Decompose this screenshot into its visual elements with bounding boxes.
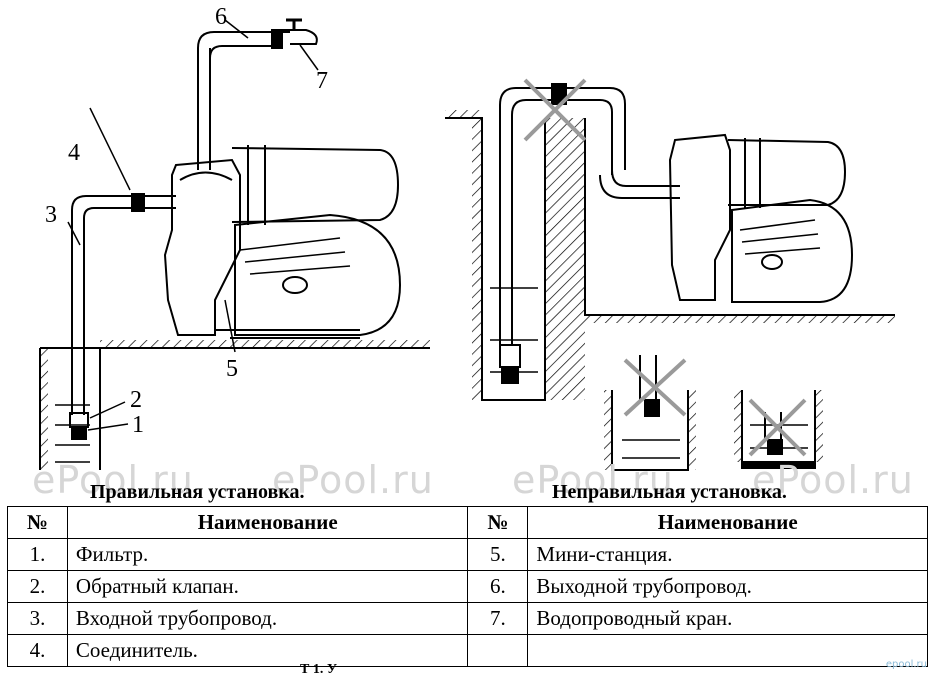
row-name: Соединитель. [66, 634, 469, 667]
watermark: ePool.ru [512, 458, 674, 502]
parts-table: № Наименование № Наименование 1. Фильтр.… [7, 506, 928, 667]
row-name: Мини-станция. [527, 538, 928, 571]
table-row: 1. Фильтр. 5. Мини-станция. [7, 538, 928, 571]
row-num: 4. [7, 634, 68, 667]
row-name: Выходной трубопровод. [527, 570, 928, 603]
row-name: Входной трубопровод. [66, 602, 469, 635]
label-2: 2 [130, 387, 142, 413]
row-name: Фильтр. [66, 538, 469, 571]
caption-correct: Правильная установка. [90, 481, 305, 503]
label-6: 6 [215, 4, 227, 30]
header-num: № [7, 506, 68, 539]
incorrect-installation-figure [445, 83, 895, 401]
incorrect-cross-well-2 [748, 398, 807, 457]
site-logo: epool.ru [885, 659, 927, 670]
incorrect-cross-well-1 [623, 358, 687, 417]
label-1: 1 [132, 412, 144, 438]
header-num: № [467, 506, 529, 539]
row-name [527, 634, 928, 667]
incorrect-small-well-1 [604, 355, 696, 471]
incorrect-cross-top [523, 78, 587, 142]
bottom-caption: Т 1. У [300, 662, 338, 677]
row-num: 1. [7, 538, 68, 571]
label-3: 3 [45, 202, 57, 228]
row-num: 5. [467, 538, 529, 571]
label-7: 7 [316, 68, 328, 94]
row-num [467, 634, 529, 667]
header-name: Наименование [66, 506, 469, 539]
row-num: 3. [7, 602, 68, 635]
row-name: Обратный клапан. [66, 570, 469, 603]
table-row: 4. Соединитель. [7, 634, 928, 667]
caption-incorrect: Неправильная установка. [552, 481, 787, 503]
table-row: 2. Обратный клапан. 6. Выходной трубопро… [7, 570, 928, 603]
correct-installation-figure [39, 18, 430, 470]
label-5: 5 [226, 356, 238, 382]
row-num: 6. [467, 570, 529, 603]
row-name: Водопроводный кран. [527, 602, 928, 635]
row-num: 2. [7, 570, 68, 603]
header-name: Наименование [527, 506, 928, 539]
watermark: ePool.ru [272, 458, 434, 502]
watermark: ePool.ru [752, 458, 914, 502]
label-4: 4 [68, 140, 80, 166]
table-header-row: № Наименование № Наименование [7, 506, 928, 539]
incorrect-small-well-2 [734, 390, 823, 469]
row-num: 7. [467, 602, 529, 635]
watermark: ePool.ru [32, 458, 194, 502]
table-row: 3. Входной трубопровод. 7. Водопроводный… [7, 602, 928, 635]
